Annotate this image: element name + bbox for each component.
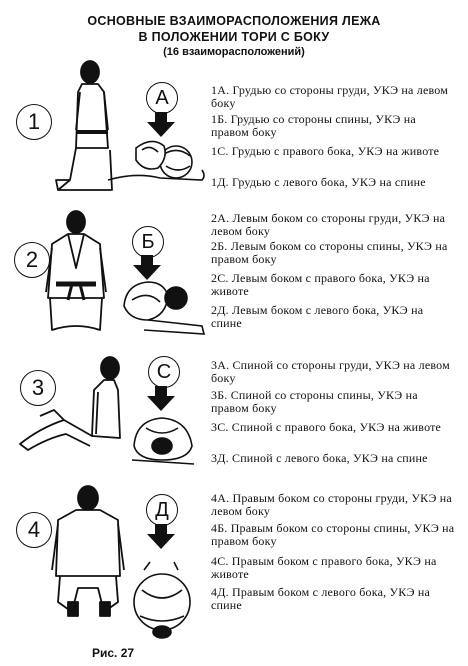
position-2a: 2А. Левым боком со стороны груди, УКЭ на… bbox=[211, 211, 446, 238]
tori-sitting-figure-3 bbox=[19, 356, 121, 451]
position-4b: 4Б. Правым боком со стороны спины, УКЭ н… bbox=[211, 521, 455, 548]
uke-lying-figure-3 bbox=[131, 417, 195, 465]
position-1b: 1Б. Грудью со стороны спины, УКЭ на прав… bbox=[211, 112, 416, 139]
section-number-3: 3 bbox=[20, 370, 56, 406]
position-2d: 2Д. Левым боком с левого бока, УКЭ на сп… bbox=[211, 303, 424, 330]
page-title-line-1: ОСНОВНЫЕ ВЗАИМОРАСПОЛОЖЕНИЯ ЛЕЖА bbox=[87, 14, 381, 28]
section-number-4: 4 bbox=[16, 512, 52, 548]
position-3b: 3Б. Спиной со стороны спины, УКЭ на прав… bbox=[211, 388, 418, 415]
position-2b: 2Б. Левым боком со стороны спины, УКЭ на… bbox=[211, 239, 448, 266]
position-3c: 3С. Спиной с правого бока, УКЭ на животе bbox=[211, 420, 442, 434]
uke-lying-figure-1 bbox=[107, 140, 205, 181]
position-1d: 1Д. Грудью с левого бока, УКЭ на спине bbox=[211, 175, 426, 189]
group-letter-a: А bbox=[146, 82, 178, 114]
position-1a: 1А. Грудью со стороны груди, УКЭ на лево… bbox=[211, 83, 449, 110]
uke-lying-figure-4 bbox=[133, 561, 191, 639]
uke-lying-figure-2 bbox=[123, 281, 206, 335]
group-letter-b: Б bbox=[132, 226, 164, 258]
page-subtitle: (16 взаиморасположений) bbox=[163, 46, 305, 58]
position-4a: 4А. Правым боком со стороны груди, УКЭ н… bbox=[211, 491, 452, 518]
section-number-1: 1 bbox=[16, 104, 52, 140]
position-3a: 3А. Спиной со стороны груди, УКЭ на лево… bbox=[211, 358, 450, 385]
page-title-line-2: В ПОЛОЖЕНИИ ТОРИ С БОКУ bbox=[138, 30, 330, 44]
tori-kneeling-figure-1 bbox=[55, 60, 113, 191]
position-3d: 3Д. Спиной с левого бока, УКЭ на спине bbox=[211, 451, 428, 465]
arrow-down-icon bbox=[147, 386, 175, 411]
arrow-down-icon bbox=[147, 524, 175, 549]
group-letter-c: С bbox=[148, 356, 180, 388]
figure-caption: Рис. 27 bbox=[92, 646, 135, 660]
tori-kneeling-figure-2 bbox=[45, 210, 107, 331]
position-1c: 1С. Грудью с правого бока, УКЭ на животе bbox=[211, 144, 440, 158]
arrow-down-icon bbox=[147, 112, 175, 137]
tori-kneeling-back-figure-4 bbox=[51, 485, 125, 617]
position-2c: 2С. Левым боком с правого бока, УКЭ на ж… bbox=[211, 271, 430, 298]
arrow-down-icon bbox=[133, 255, 161, 280]
position-4c: 4С. Правым боком с правого бока, УКЭ на … bbox=[211, 554, 437, 581]
group-letter-d: Д bbox=[146, 494, 178, 526]
position-4d: 4Д. Правым боком с левого бока, УКЭ на с… bbox=[211, 585, 431, 612]
